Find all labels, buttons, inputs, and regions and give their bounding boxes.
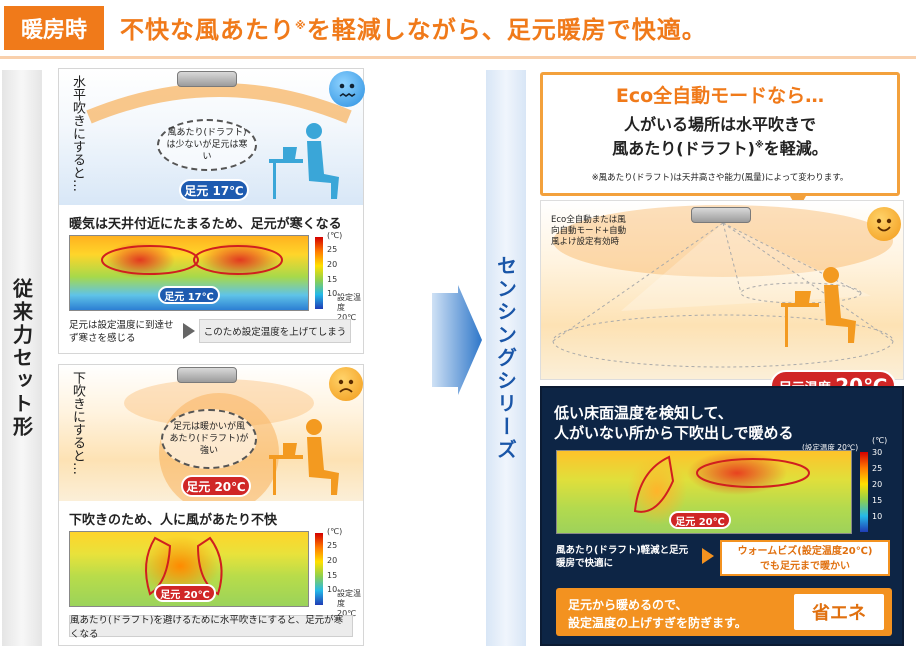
foot-temp-badge: 足元 17℃	[179, 179, 249, 201]
scale-tick: 25	[327, 245, 338, 254]
heatmap-foot-badge: 足元 17℃	[158, 286, 220, 304]
headline-after: を軽減しながら、足元暖房で快適。	[306, 16, 707, 44]
scale-tick: 20	[327, 260, 338, 269]
navy-note-right: ウォームビズ(設定温度20℃) でも足元まで暖かい	[720, 540, 890, 576]
navy-note-right1: ウォームビズ(設定温度20℃)	[737, 546, 873, 557]
foot-temp-badge: 足元 20℃	[181, 475, 251, 497]
note-left: 足元は設定温度に到達せず寒さを感じる	[69, 320, 174, 344]
scale-tick: 10	[872, 512, 883, 521]
mode-note: Eco全自動または風向自動モード+自動風よけ設定有効時	[551, 215, 627, 247]
headline-before: 不快な風あたり	[120, 16, 295, 44]
scale-note: 設定温度	[337, 293, 361, 312]
headline: 不快な風あたり※を軽減しながら、足元暖房で快適。	[120, 10, 707, 45]
divider	[0, 56, 916, 59]
warm-air-arc	[86, 83, 352, 124]
scale-note-value: 20℃	[337, 609, 357, 618]
worried-face-icon	[329, 367, 363, 401]
eco-banner-line1: 足元から暖めるので、	[568, 598, 688, 612]
eco-mode-box: Eco全自動モードなら… 人がいる場所は水平吹きで 風あたり(ドラフト)※を軽減…	[540, 72, 900, 196]
scale-tick: 25	[872, 464, 883, 473]
set-temp-label: (設定温度 20℃)	[802, 443, 859, 452]
sensing-result-panel: 低い床面温度を検知して、 人がいない所から下吹出しで暖める (設定温度 20℃)…	[540, 386, 904, 646]
heatmap-foot-badge: 足元 20℃	[154, 584, 216, 602]
scale-labels: (℃) 30 25 20 15 10	[872, 436, 887, 522]
temperature-scale	[315, 237, 323, 309]
scale-labels: (℃) 25 20 15 10	[327, 231, 342, 299]
temperature-heatmap: 足元 20℃	[69, 531, 309, 607]
eco-line2-mark: ※	[754, 140, 764, 151]
eco-title: Eco全自動モードなら…	[615, 85, 825, 107]
person-icon	[269, 419, 339, 495]
horizontal-blow-text: 水平吹きにすると…	[70, 75, 85, 192]
scale-note: 設定温度	[337, 589, 361, 608]
scale-note-value: 20℃	[337, 313, 357, 322]
arrow-right-icon	[702, 548, 714, 564]
next-arrow-icon	[432, 285, 482, 395]
eco-footnote: ※風あたり(ドラフト)は天井高さや能力(風量)によって変わります。	[591, 173, 849, 183]
scale-tick: 25	[327, 541, 338, 550]
scale-tick: 10	[327, 585, 338, 594]
airflow-cone	[552, 205, 894, 368]
scale-tick: 10	[327, 289, 338, 298]
draft-bubble: 風あたり(ドラフト)は少ないが足元は寒い	[157, 119, 257, 171]
cold-face-icon	[329, 71, 365, 107]
ceiling-unit-icon	[691, 207, 751, 223]
headline-mark: ※	[295, 19, 307, 32]
temperature-scale	[315, 533, 323, 605]
eco-banner-line2: 設定温度の上げすぎを防ぎます。	[568, 616, 747, 630]
heatmap-foot-badge: 足元 20℃	[669, 511, 731, 529]
heating-badge: 暖房時	[4, 6, 104, 50]
panel-caption: 下吹きのため、人に風があたり不快	[69, 513, 278, 528]
scale-tick: 15	[327, 275, 338, 284]
room-illustration: 水平吹きにすると… 風あたり(ドラフト)は少ないが足元は寒い 足元 17℃	[59, 69, 365, 205]
scale-tick: 30	[872, 448, 883, 457]
downward-blow-text: 下吹きにすると…	[70, 371, 85, 475]
scale-tick: 15	[872, 496, 883, 505]
person-icon	[269, 123, 339, 199]
navy-note-right2: でも足元まで暖かい	[760, 561, 850, 572]
navy-title1: 低い床面温度を検知して、	[554, 404, 733, 422]
ceiling-unit-icon	[177, 367, 237, 383]
sensing-room: Eco全自動または風向自動モード+自動風よけ設定有効時	[540, 200, 904, 380]
sensing-series-label: センシングシリーズ	[486, 70, 526, 646]
smile-face-icon	[867, 207, 901, 241]
scale-unit: (℃)	[872, 436, 888, 445]
scale-labels: (℃) 25 20 15 10	[327, 527, 342, 595]
scale-unit: (℃)	[327, 231, 343, 240]
scale-unit: (℃)	[327, 527, 343, 536]
draft-bubble: 足元は暖かいが風あたり(ドラフト)が強い	[161, 409, 257, 469]
bottom-note: 風あたり(ドラフト)を避けるために水平吹きにすると、足元が寒くなる	[69, 615, 353, 640]
scale-tick: 20	[327, 556, 338, 565]
panel-caption: 暖気は天井付近にたまるため、足元が寒くなる	[69, 217, 342, 232]
scale-tick: 20	[872, 480, 883, 489]
eco-line2-after: を軽減。	[763, 139, 828, 158]
eco-line2-before: 風あたり(ドラフト)	[612, 139, 755, 158]
downward-blow-panel: 下吹きにすると… 足元は暖かいが風あたり(ドラフト)が強い 足元 20℃ 下吹き…	[58, 364, 364, 646]
person-icon	[781, 267, 856, 347]
temperature-scale	[860, 452, 868, 532]
note-right: このため設定温度を上げてしまう	[199, 319, 351, 343]
arrow-right-icon	[183, 323, 195, 339]
navy-note-left: 風あたり(ドラフト)軽減と足元暖房で快適に	[556, 545, 689, 569]
eco-banner: 足元から暖めるので、 設定温度の上げすぎを防ぎます。 省エネ	[556, 588, 892, 636]
scale-tick: 15	[327, 571, 338, 580]
temperature-heatmap: 足元 20℃	[556, 450, 852, 534]
temperature-heatmap: 足元 17℃	[69, 235, 309, 311]
room-illustration: 下吹きにすると… 足元は暖かいが風あたり(ドラフト)が強い 足元 20℃	[59, 365, 363, 501]
navy-title2: 人がいない所から下吹出しで暖める	[554, 424, 794, 442]
horizontal-blow-panel: 水平吹きにすると… 風あたり(ドラフト)は少ないが足元は寒い 足元 17℃ 暖気…	[58, 68, 365, 354]
ceiling-unit-icon	[177, 71, 237, 87]
eco-line1: 人がいる場所は水平吹きで	[623, 115, 816, 134]
conventional-label: 従来力セット形	[2, 70, 42, 646]
eco-line2: 風あたり(ドラフト)※を軽減。	[543, 135, 897, 159]
energy-saving-label: 省エネ	[794, 594, 884, 630]
